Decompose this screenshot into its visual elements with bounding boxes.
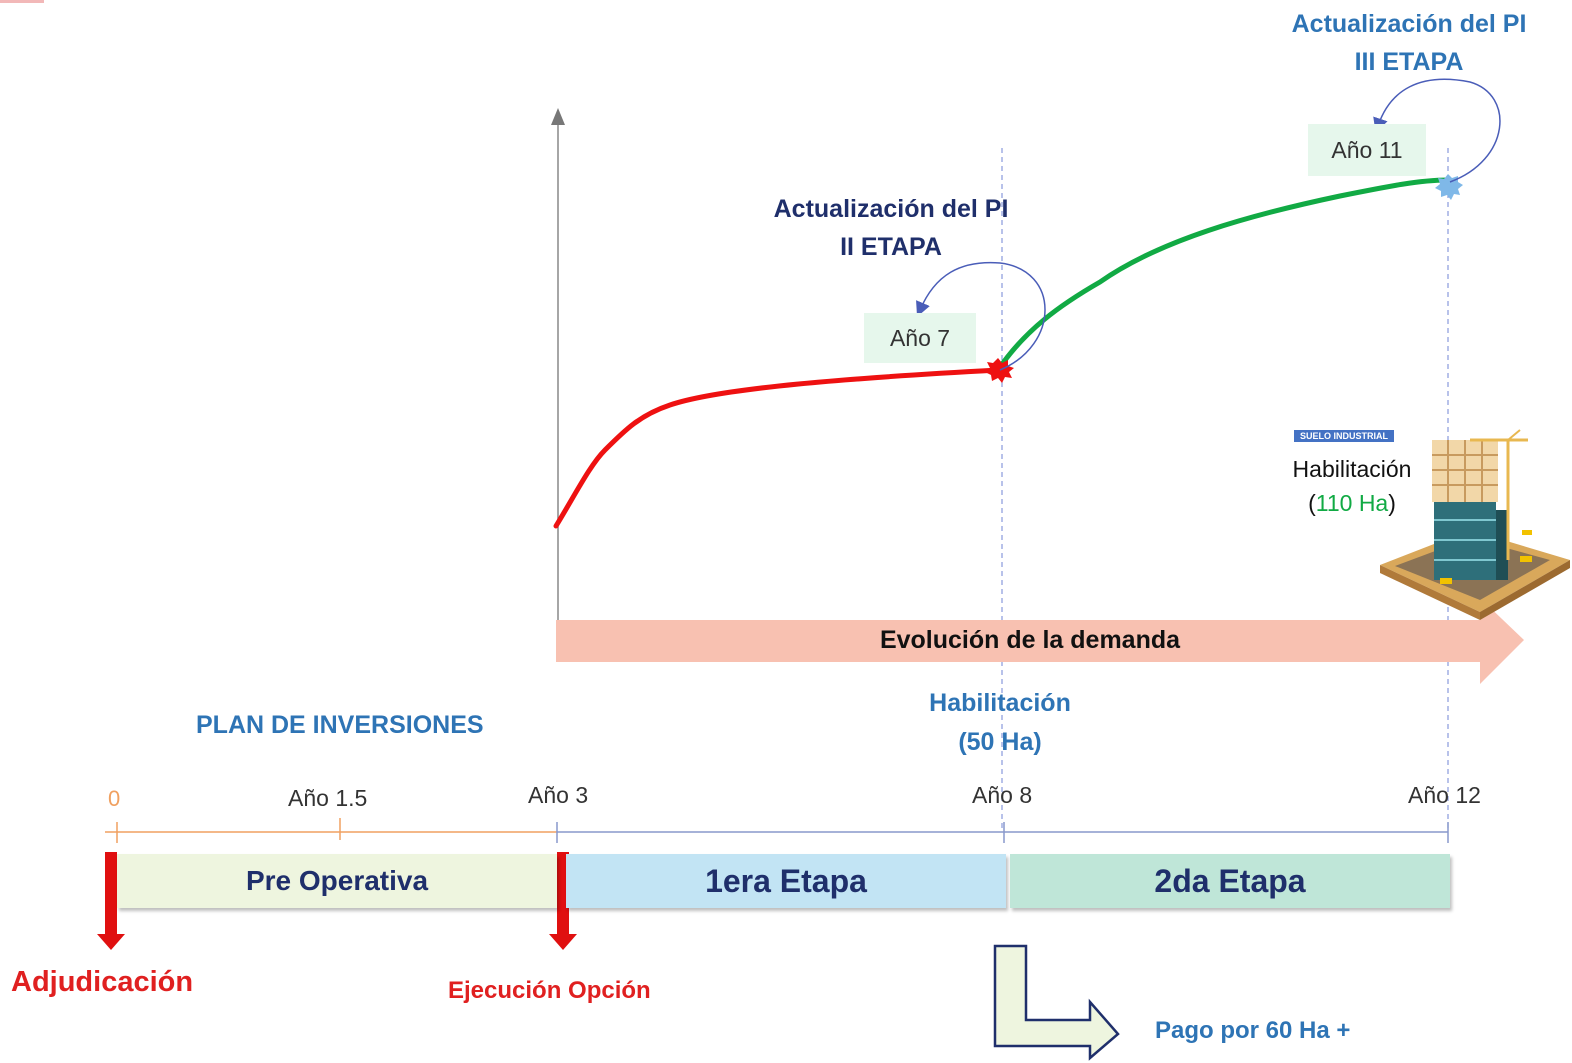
update-3-title: Actualización del PI <box>1291 10 1527 38</box>
tick-label-1-5: Año 1.5 <box>288 785 368 811</box>
tick-label-3: Año 3 <box>528 782 589 808</box>
phase-primera-etapa: 1era Etapa <box>566 854 1006 908</box>
building-area-label: (110 Ha) <box>1272 490 1432 517</box>
pago-label: Pago por 60 Ha + <box>1155 1017 1351 1044</box>
red-demand-curve <box>553 367 1001 529</box>
demand-label: Evolución de la demanda <box>879 626 1181 654</box>
adjudicacion-label: Adjudicación <box>11 966 194 998</box>
area-close-paren: ) <box>1388 490 1396 516</box>
update-3-stage: III ETAPA <box>1354 48 1464 76</box>
update-3-loop-arrow <box>1373 78 1501 183</box>
pago-l-arrow <box>993 944 1120 1061</box>
update-2-year-box: Año 7 <box>864 313 976 363</box>
habilitacion-50-title: Habilitación <box>929 689 1071 717</box>
adjudicacion-arrow <box>97 852 125 950</box>
update-3-year-box: Año 11 <box>1308 124 1426 176</box>
area-open-paren: ( <box>1308 490 1316 516</box>
green-demand-curve <box>995 177 1451 373</box>
suelo-industrial-badge: SUELO INDUSTRIAL <box>1294 430 1395 442</box>
vertical-axis-arrowhead <box>551 108 565 125</box>
tick-label-0: 0 <box>108 786 121 811</box>
tick-label-8: Año 8 <box>972 782 1033 808</box>
demand-arrow <box>556 598 1524 684</box>
update-2-title: Actualización del PI <box>773 195 1009 223</box>
red-milestone-marker <box>985 358 1014 383</box>
update-2-stage: II ETAPA <box>840 233 942 261</box>
plan-inversiones-label: PLAN DE INVERSIONES <box>196 711 484 739</box>
phase-segunda-etapa: 2da Etapa <box>1010 854 1450 908</box>
habilitacion-50-value: (50 Ha) <box>958 728 1042 756</box>
phase-pre-operativa: Pre Operativa <box>117 854 557 908</box>
ejecucion-opcion-label: Ejecución Opción <box>448 977 651 1004</box>
area-value: 110 Ha <box>1315 490 1389 516</box>
industrial-building-icon <box>1380 429 1570 620</box>
building-habilitacion-label: Habilitación <box>1292 456 1412 482</box>
update-2-loop-arrow <box>916 261 1046 371</box>
tick-label-12: Año 12 <box>1408 782 1481 808</box>
corner-mark <box>0 0 44 3</box>
blue-milestone-marker <box>1435 174 1463 200</box>
